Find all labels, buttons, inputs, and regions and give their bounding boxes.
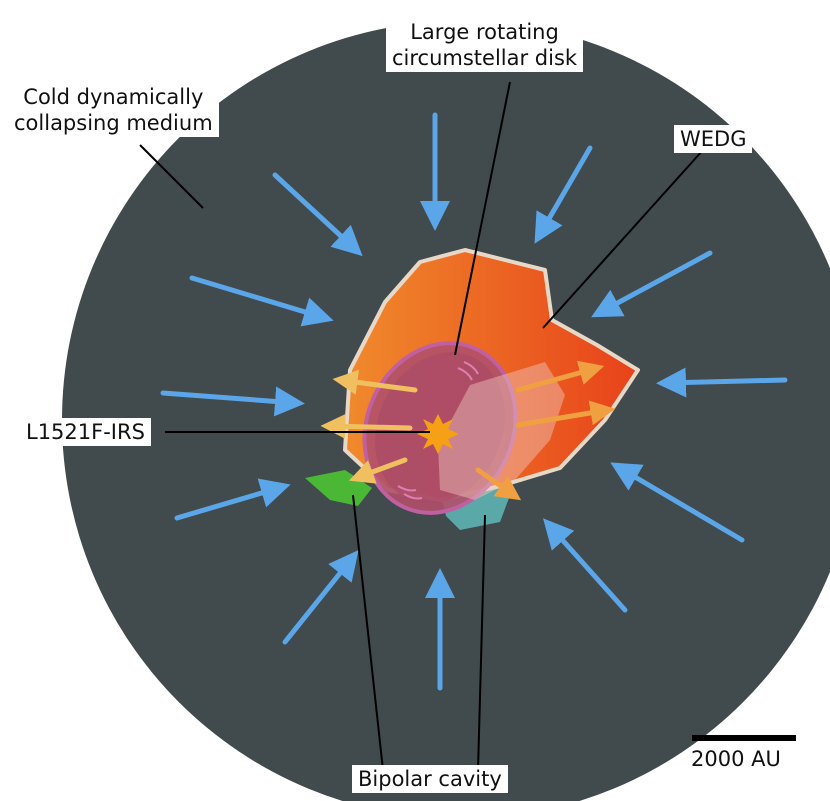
label-disk-line1: Large rotating	[410, 20, 559, 44]
leader-disk	[454, 81, 511, 356]
leader-wedg	[542, 149, 704, 329]
label-cavity: Bipolar cavity	[352, 765, 508, 793]
cavity-arrow	[348, 457, 408, 484]
infall-arrow	[189, 275, 334, 327]
outflow-arrow	[515, 400, 616, 428]
infall-arrows	[160, 112, 788, 691]
infall-arrow	[656, 367, 788, 398]
infall-arrow	[534, 145, 593, 244]
infall-arrow	[543, 518, 628, 613]
infall-arrow	[174, 478, 291, 521]
label-wedg: WEDG	[674, 125, 753, 153]
infall-arrow	[160, 386, 305, 417]
label-disk: Large rotating circumstellar disk	[386, 18, 584, 72]
leader-cold-medium	[139, 144, 204, 209]
label-source: L1521F-IRS	[20, 418, 151, 446]
infall-arrow	[272, 172, 363, 257]
label-cold-medium: Cold dynamically collapsing medium	[8, 83, 219, 137]
infall-arrow	[610, 462, 745, 543]
label-cold-medium-line2: collapsing medium	[14, 111, 213, 135]
label-disk-line2: circumstellar disk	[392, 46, 578, 70]
infall-arrow	[591, 250, 713, 318]
cavity-arrows	[320, 369, 418, 484]
disk-swirl	[397, 485, 423, 500]
leader-cavity-right	[477, 514, 486, 771]
disk-swirl	[457, 361, 479, 381]
cavity-arrow	[332, 369, 418, 395]
cavity-overlay	[438, 362, 565, 500]
outflow-arrow	[515, 360, 605, 393]
leader-cavity-left	[352, 494, 384, 771]
outflow-arrow	[475, 467, 522, 501]
protostar-icon	[417, 414, 459, 454]
cavity-arrow	[320, 413, 413, 439]
infall-arrow	[282, 549, 359, 645]
label-cold-medium-line1: Cold dynamically	[23, 85, 204, 109]
label-scale: 2000 AU	[691, 747, 781, 771]
leader-lines	[139, 81, 704, 771]
outflow-arrows	[475, 360, 616, 501]
